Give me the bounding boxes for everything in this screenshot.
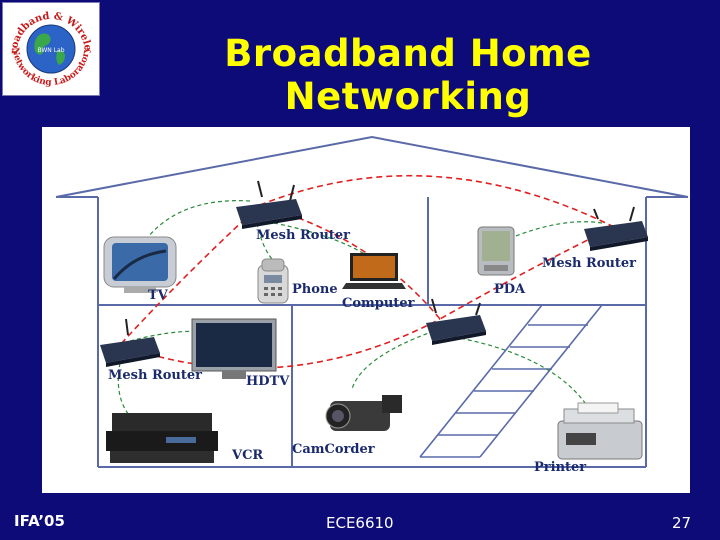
slide-title: Broadband Home Networking (224, 32, 592, 118)
label-phone: Phone (292, 282, 338, 297)
vcr-device (106, 413, 218, 463)
mesh-router-left (100, 318, 160, 367)
label-vcr: VCR (231, 448, 263, 463)
label-mesh-router-left: Mesh Router (108, 368, 202, 383)
footer-conference: IFA’05 (14, 512, 65, 530)
pda-device (477, 226, 515, 276)
printer-device (557, 402, 643, 460)
label-mesh-router-top: Mesh Router (256, 228, 350, 243)
lab-logo: Broadband & Wireless Networking Laborato… (0, 0, 100, 96)
mesh-router-top (236, 180, 302, 229)
mesh-router-center (426, 298, 486, 345)
camcorder-device (325, 395, 402, 431)
label-hdtv: HDTV (246, 374, 290, 389)
label-camcorder: CamCorder (292, 442, 375, 457)
home-network-diagram: Mesh Router Mesh Router Mesh Router (42, 127, 690, 493)
phone-device (257, 258, 289, 304)
label-mesh-router-right: Mesh Router (542, 256, 636, 271)
staircase (419, 304, 603, 458)
computer-device (342, 253, 406, 289)
slide-number: 27 (672, 514, 692, 532)
logo-center-text: BWN Lab (37, 47, 64, 54)
mesh-router-right (584, 206, 648, 251)
label-printer: Printer (534, 460, 586, 475)
device-client-links (117, 200, 603, 428)
label-computer: Computer (342, 296, 415, 311)
label-tv: TV (148, 288, 169, 303)
label-pda: PDA (494, 282, 526, 297)
hdtv-device (191, 318, 277, 379)
footer-course: ECE6610 (326, 514, 394, 532)
tv-device (103, 236, 177, 293)
